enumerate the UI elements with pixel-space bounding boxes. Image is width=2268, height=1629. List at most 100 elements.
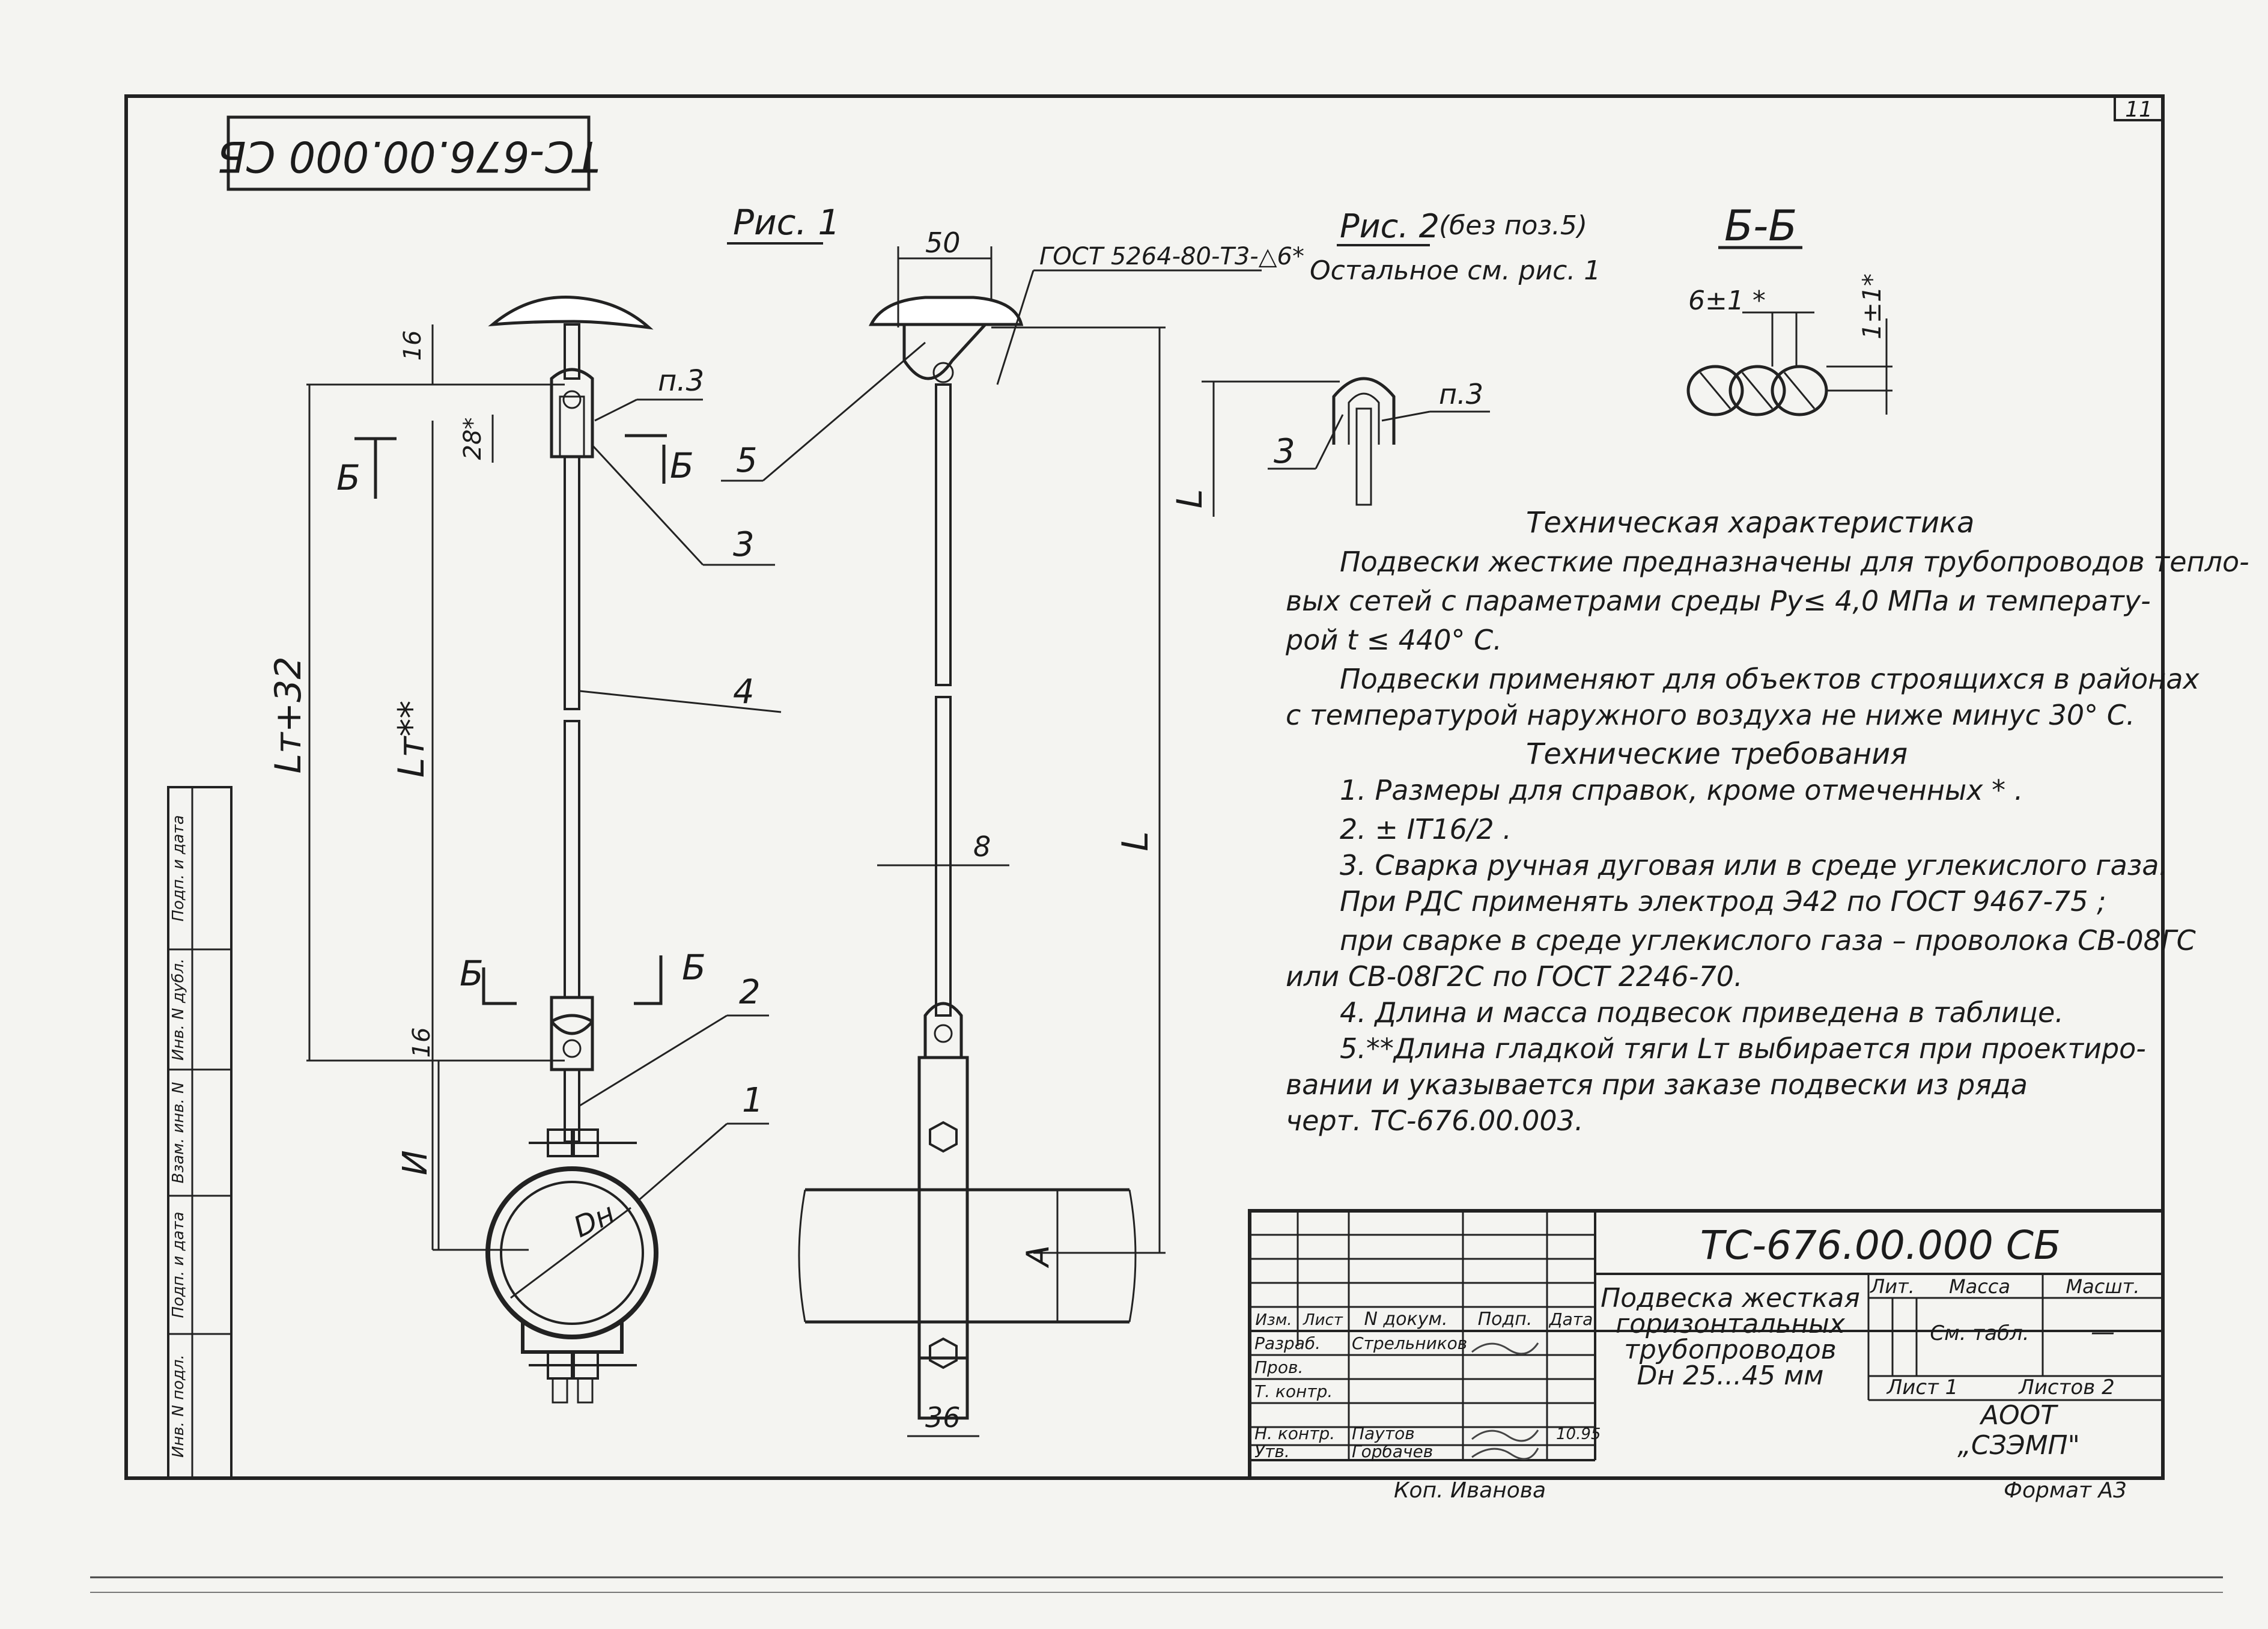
figure-1-side: 50 ГОСТ 5264-80-Т3-△6* L 8 A 36 5 (721, 227, 1304, 1437)
name-6: Горбачев (1352, 1442, 1433, 1461)
signature-1 (1471, 1342, 1539, 1355)
dim-8: 8 (973, 830, 991, 863)
callout-4: 4 (733, 672, 755, 711)
signature-6 (1471, 1448, 1539, 1460)
section-bb: Б-Б 6±1 * 1±1* (1686, 201, 1893, 416)
title-col-headers: Изм. Лист N докум. Подп. Дата (1255, 1309, 1593, 1330)
fig2-note: (без поз.5) (1439, 210, 1587, 241)
col-sign: Подп. (1478, 1309, 1533, 1330)
req-line-9: вании и указывается при заказе подвески … (1286, 1068, 2028, 1101)
col-izm: Изм. (1255, 1311, 1292, 1329)
callout-p3: п.3 (658, 364, 704, 398)
callout-5: 5 (736, 441, 758, 480)
scale-value: — (2091, 1318, 2115, 1346)
req-title: Технические требования (1526, 737, 1908, 771)
role-3: Т. контр. (1254, 1381, 1333, 1401)
copied-by: Коп. Иванова (1394, 1478, 1546, 1503)
callout-3: 3 (733, 525, 755, 564)
callout-1: 1 (742, 1081, 764, 1120)
role-6: Утв. (1254, 1442, 1290, 1461)
sheets-label: Листов 2 (2017, 1375, 2114, 1399)
section-mark-b4: Б (682, 947, 706, 988)
dim-28: 28* (459, 418, 487, 460)
scale-label: Масшт. (2066, 1275, 2140, 1298)
role-1: Разраб. (1254, 1333, 1321, 1353)
dim-16-bottom: 16 (408, 1028, 436, 1058)
tech-line-1: Подвески жесткие предназначены для трубо… (1340, 546, 2249, 578)
req-line-10: черт. ТС-676.00.003. (1286, 1104, 1584, 1137)
dim-h: И (396, 1150, 435, 1175)
name-1: Стрельников (1352, 1333, 1467, 1353)
title-lines: Подвеска жесткая горизонтальных трубопро… (1601, 1283, 1860, 1391)
signature-5 (1471, 1430, 1539, 1442)
lit-label: Лит. (1870, 1275, 1915, 1298)
dim-50: 50 (925, 227, 961, 259)
req-line-7: 4. Длина и масса подвесок приведена в та… (1340, 996, 2064, 1029)
name-5: Паутов (1352, 1423, 1415, 1443)
dim-lt: Lт** (391, 701, 433, 778)
side-label-3: Взам. инв. N (169, 1082, 187, 1184)
title-right: Лит. Масса Масшт. См. табл. — Лист 1 Лис… (1870, 1275, 2139, 1461)
fig2-label: Рис. 2 (1340, 207, 1440, 245)
col-list: Лист (1303, 1311, 1343, 1329)
side-label-2: Подп. и дата (169, 1211, 187, 1318)
tech-line-3: рой t ≤ 440° С. (1286, 624, 1502, 656)
section-label: Б-Б (1724, 201, 1797, 251)
req-line-6: или СВ-08Г2С по ГОСТ 2246-70. (1286, 960, 1743, 993)
pipe-section (485, 1166, 658, 1339)
dim-16-top: 16 (399, 330, 427, 361)
section-mark-b3: Б (460, 953, 484, 994)
outer-frame (124, 94, 2165, 1480)
f2-callout-p3: п.3 (1439, 378, 1483, 410)
req-line-3: 3. Сварка ручная дуговая или в среде угл… (1340, 849, 2168, 881)
callout-2: 2 (739, 973, 761, 1012)
mass-value: См. табл. (1930, 1321, 2029, 1345)
sheet-label: Лист 1 (1886, 1375, 1959, 1399)
org: АООТ (1979, 1400, 2058, 1431)
figure-1: Рис. 1 Dн (267, 202, 840, 1404)
role-2: Пров. (1254, 1357, 1303, 1377)
col-date: Дата (1548, 1309, 1593, 1329)
section-dim-1: 1±1* (1857, 273, 1886, 340)
rotated-code: ТС-676.00.000 СБ (217, 132, 600, 181)
fig2-rest: Остальное см. рис. 1 (1310, 255, 1601, 286)
tech-line-4: Подвески применяют для объектов строящих… (1340, 663, 2200, 695)
rotated-code-box (226, 115, 591, 191)
tech-line-2: вых сетей с параметрами среды Py≤ 4,0 МП… (1286, 585, 2151, 617)
page-number-box (2114, 95, 2164, 121)
title-line-4: Dн 25...45 мм (1637, 1360, 1824, 1391)
section-mark-b1: Б (336, 457, 360, 498)
date-5: 10.95 (1556, 1425, 1601, 1443)
title-block (1248, 1209, 2165, 1480)
fig1-label: Рис. 1 (733, 202, 840, 243)
side-strip: Инв. N подл. Подп. и дата Взам. инв. N И… (167, 786, 233, 1479)
side-label-5: Подп. и дата (169, 815, 187, 921)
req-line-4: При РДС применять электрод Э42 по ГОСТ 9… (1340, 885, 2106, 918)
req-line-1: 1. Размеры для справок, кроме отмеченных… (1340, 774, 2023, 806)
title-line-3: трубопроводов (1624, 1335, 1836, 1365)
title-line-1: Подвеска жесткая (1601, 1283, 1860, 1314)
format-label: Формат А3 (2004, 1478, 2127, 1503)
section-mark-b2: Б (670, 445, 694, 486)
tech-title: Техническая характеристика (1526, 506, 1975, 540)
dim-lt32: Lт+32 (267, 657, 309, 774)
dim-L: L (1114, 831, 1157, 851)
page-number: 11 (2125, 97, 2153, 122)
org2: „СЗЭМП" (1957, 1430, 2080, 1461)
req-line-2: 2. ± IT16/2 . (1340, 813, 1512, 845)
dim-36: 36 (925, 1401, 961, 1434)
section-dim-6: 6±1 * (1688, 285, 1766, 316)
role-5: Н. контр. (1254, 1423, 1335, 1443)
req-line-5: при сварке в среде углекислого газа – пр… (1340, 924, 2196, 957)
title-line-2: горизонтальных (1616, 1309, 1846, 1339)
figure-2: Рис. 2 (без поз.5) Остальное см. рис. 1 … (1169, 207, 1601, 517)
dim-L2: L (1169, 489, 1210, 508)
weld-spec: ГОСТ 5264-80-Т3-△6* (1039, 243, 1304, 270)
req-line-8: 5.**Длина гладкой тяги Lт выбирается при… (1340, 1032, 2146, 1065)
col-doc: N докум. (1364, 1309, 1447, 1330)
mass-label: Масса (1949, 1275, 2010, 1298)
f2-callout-3: 3 (1274, 432, 1295, 471)
side-label-4: Инв. N дубл. (169, 958, 187, 1061)
title-roles: Разраб. Пров. Т. контр. Н. контр. Утв. С… (1254, 1333, 1601, 1461)
